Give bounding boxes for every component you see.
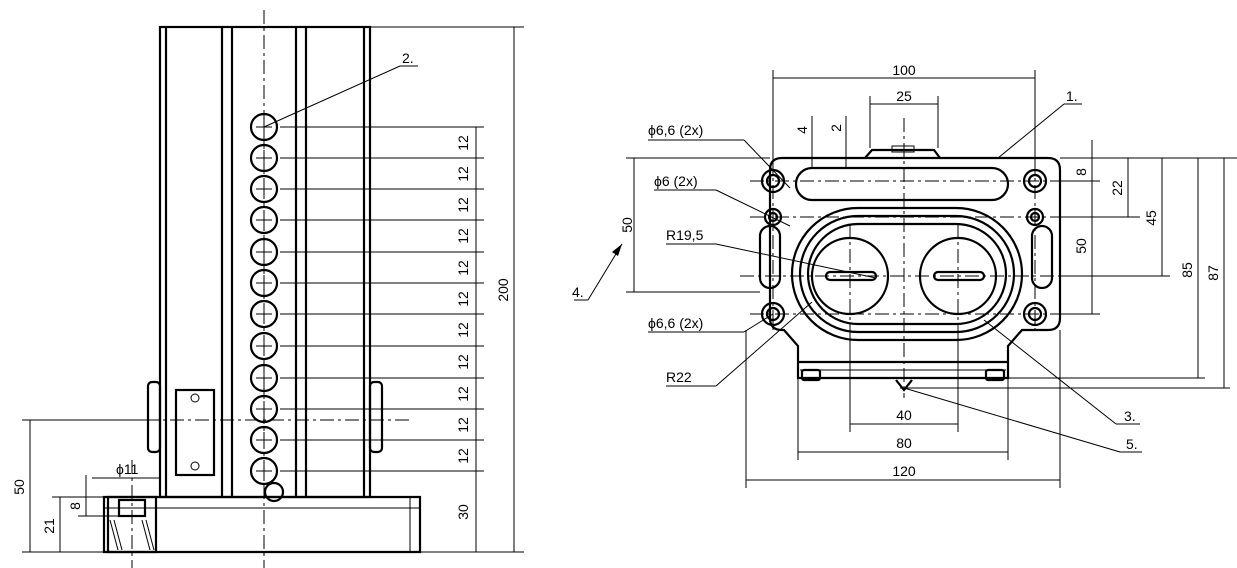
svg-text:120: 120 xyxy=(892,463,916,479)
right-clamp xyxy=(368,380,384,454)
svg-text:80: 80 xyxy=(896,435,912,451)
front-view: 12 12 12 12 12 12 12 12 12 12 12 30 200 … xyxy=(11,10,524,568)
svg-text:12: 12 xyxy=(455,386,471,402)
svg-text:4: 4 xyxy=(794,126,810,134)
svg-text:50: 50 xyxy=(619,217,635,233)
hole-callout-6-6-top: ϕ6,6 (2x) xyxy=(648,122,703,138)
base-plate xyxy=(102,495,422,554)
left-slot xyxy=(758,224,782,290)
top-nub xyxy=(864,148,941,159)
svg-text:12: 12 xyxy=(455,322,471,338)
callout-5: 5. xyxy=(1126,436,1138,452)
hole-callout-6: ϕ6 (2x) xyxy=(654,173,698,189)
svg-text:12: 12 xyxy=(455,197,471,213)
hole-column xyxy=(249,112,279,486)
housing-outer xyxy=(790,206,1024,342)
svg-text:50: 50 xyxy=(1073,238,1089,254)
hole-callout-6-6-bottom: ϕ6,6 (2x) xyxy=(648,315,703,331)
right-slot xyxy=(1030,224,1054,290)
callout-2: 2. xyxy=(402,50,414,66)
svg-text:12: 12 xyxy=(455,417,471,433)
svg-text:8: 8 xyxy=(1073,168,1089,176)
svg-text:21: 21 xyxy=(41,518,57,534)
svg-text:45: 45 xyxy=(1143,210,1159,226)
svg-text:12: 12 xyxy=(455,166,471,182)
pitch-dimensions: 12 12 12 12 12 12 12 12 12 12 12 30 200 xyxy=(455,135,511,520)
base-flange xyxy=(768,156,1062,380)
label-plate xyxy=(174,388,216,477)
svg-text:40: 40 xyxy=(896,407,912,423)
svg-text:12: 12 xyxy=(455,260,471,276)
top-slot xyxy=(794,166,1010,202)
svg-text:8: 8 xyxy=(67,502,83,510)
left-clamp xyxy=(146,380,162,454)
callout-4: 4. xyxy=(572,284,584,300)
svg-text:12: 12 xyxy=(455,135,471,151)
diameter-11-label: ϕ11 xyxy=(116,461,139,477)
top-view: 100 25 4 2 8 22 50 45 85 87 xyxy=(572,62,1237,488)
svg-text:50: 50 xyxy=(11,479,27,495)
svg-text:200: 200 xyxy=(495,278,511,302)
svg-text:12: 12 xyxy=(455,354,471,370)
svg-text:12: 12 xyxy=(455,291,471,307)
svg-text:22: 22 xyxy=(1109,180,1125,196)
svg-text:87: 87 xyxy=(1205,265,1221,281)
callout-1: 1. xyxy=(1066,88,1078,104)
radius-19-5: R19,5 xyxy=(666,227,704,243)
svg-text:100: 100 xyxy=(892,62,916,78)
svg-text:2: 2 xyxy=(828,124,844,132)
svg-text:85: 85 xyxy=(1179,262,1195,278)
callout-3: 3. xyxy=(1124,408,1136,424)
svg-text:30: 30 xyxy=(455,504,471,520)
svg-text:25: 25 xyxy=(896,88,912,104)
radius-22: R22 xyxy=(666,369,692,385)
svg-text:12: 12 xyxy=(455,448,471,464)
svg-text:12: 12 xyxy=(455,228,471,244)
